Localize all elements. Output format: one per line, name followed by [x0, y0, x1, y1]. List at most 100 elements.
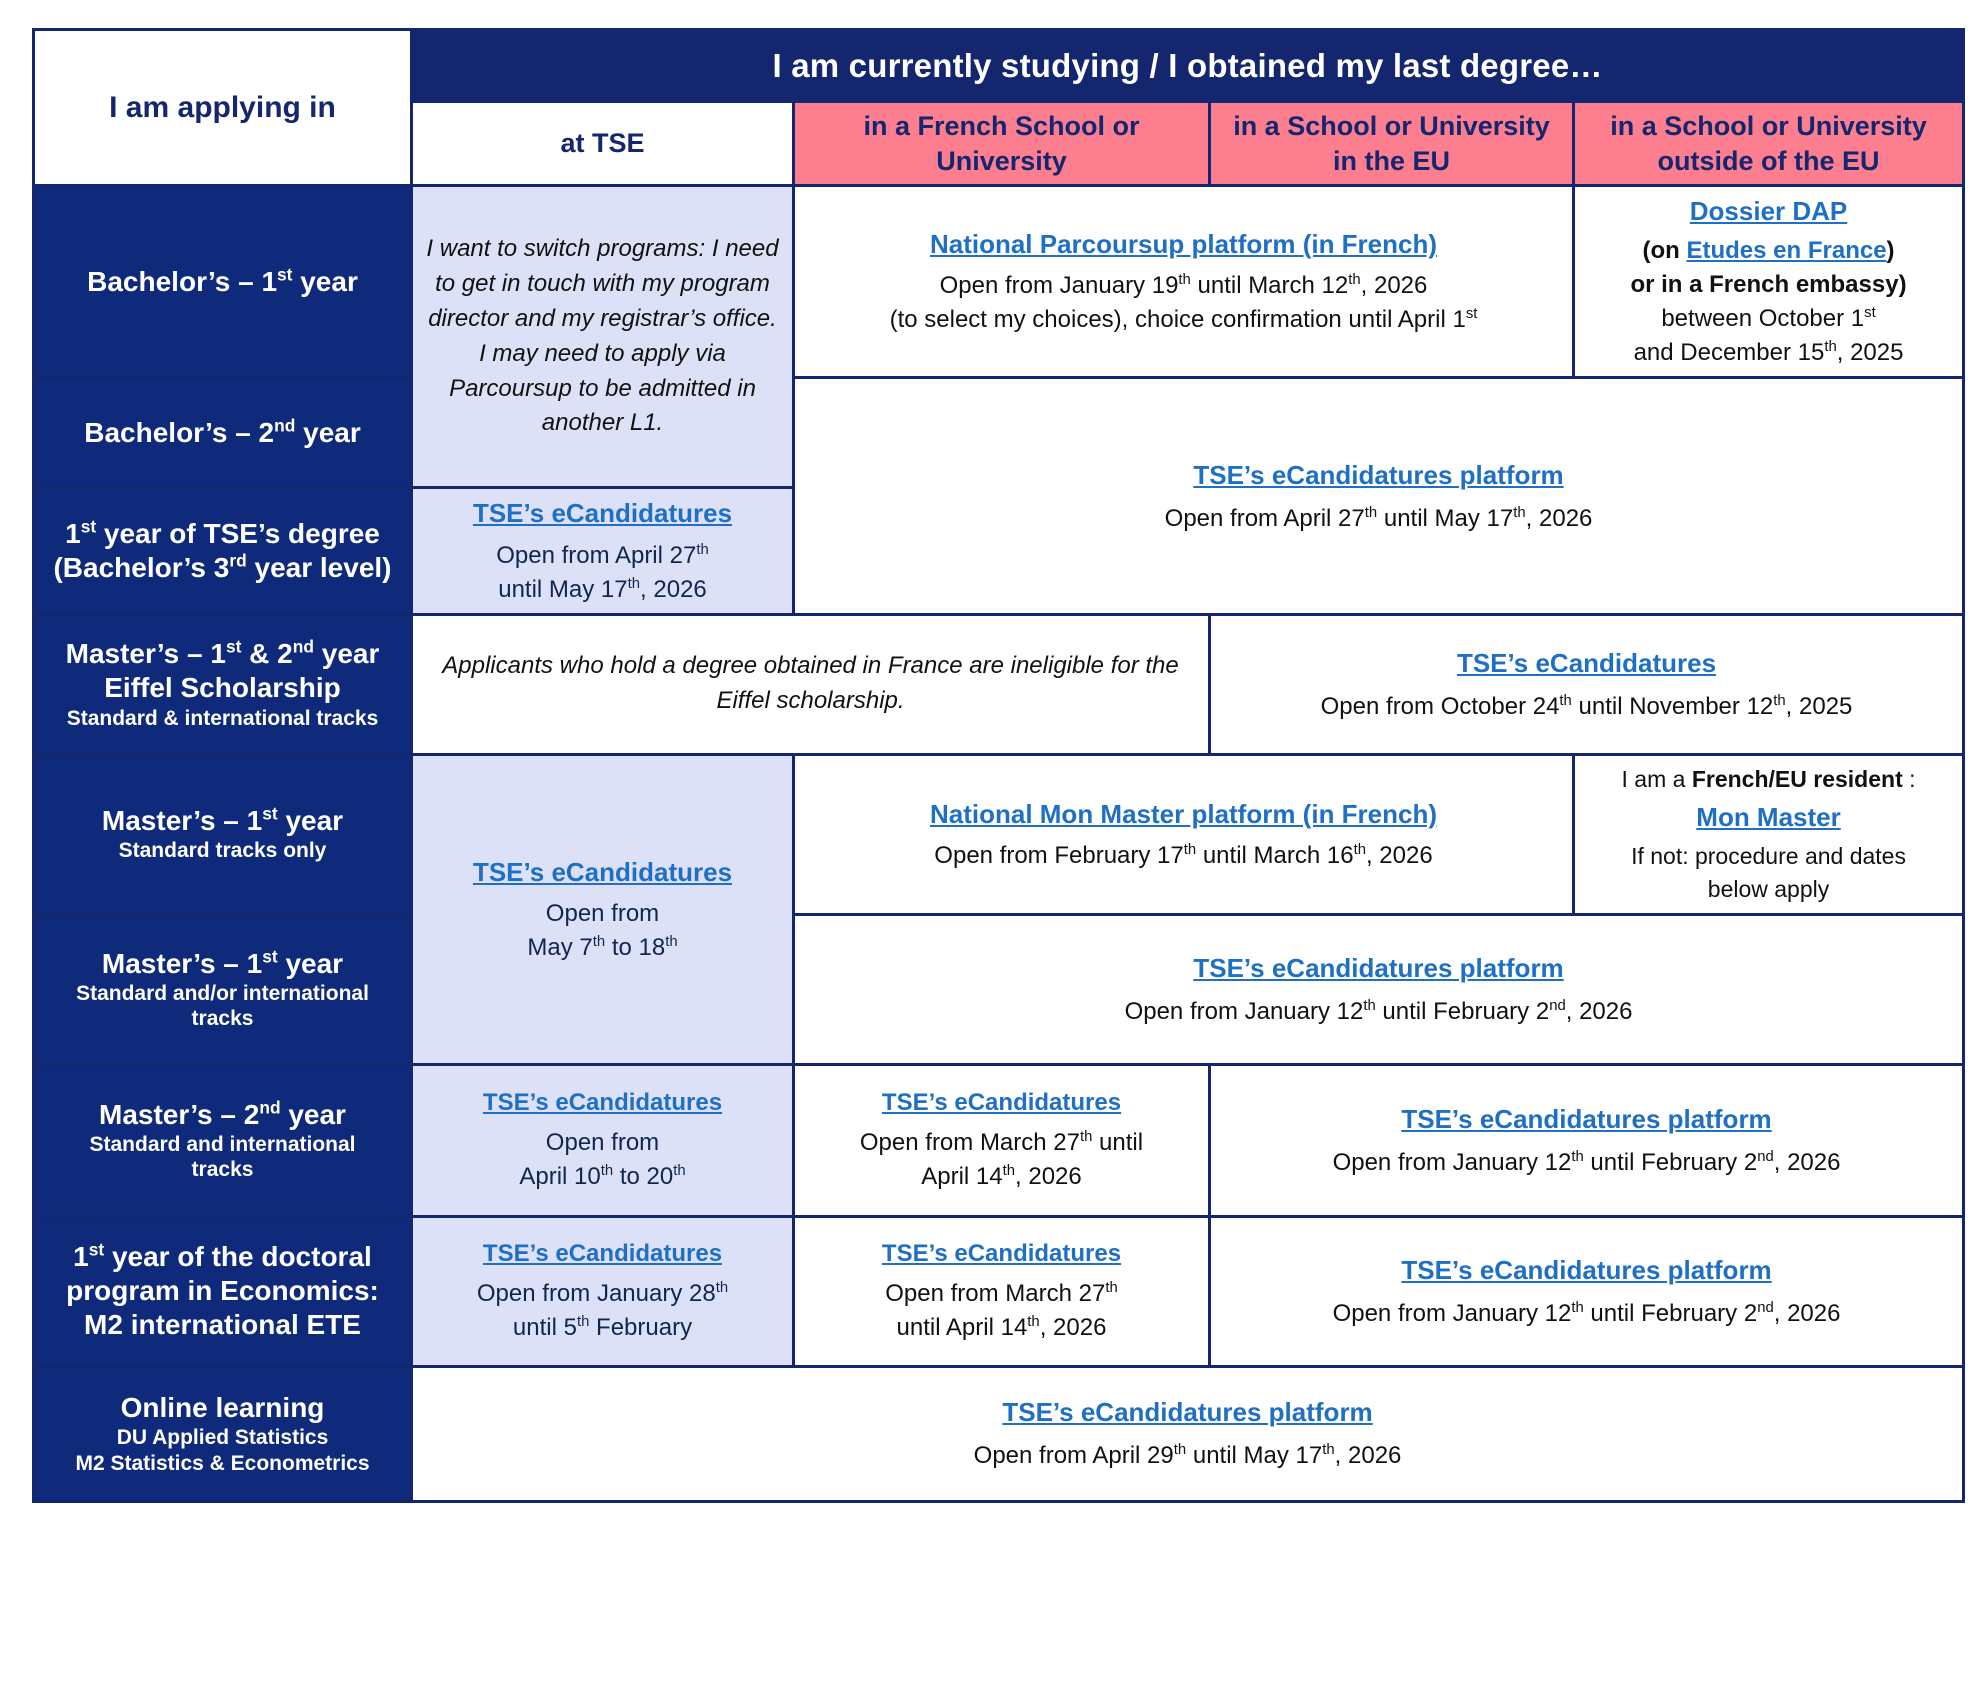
column-header-non-eu-school: in a School or University outside of the…: [1571, 99, 1966, 188]
cell-line: May 7th to 18th: [527, 933, 678, 961]
cell-line: Open from April 27th until May 17th, 202…: [1164, 504, 1593, 532]
corner-label: I am applying in: [32, 27, 413, 188]
link-dossier-dap[interactable]: Dossier DAP: [1689, 196, 1848, 227]
row-label-line2: Standard and international: [89, 1132, 356, 1156]
cell-line: Open from March 27th until: [859, 1129, 1144, 1157]
cell-line: Open from: [545, 1129, 660, 1157]
cell-line: Open from April 27th: [496, 541, 709, 569]
note-line: registrar’s office.: [600, 304, 777, 332]
table-header-row-2: at TSE in a French School or University …: [34, 99, 1966, 188]
note-line: Applicants who hold a degree obtained in…: [442, 652, 1004, 680]
row-label-eiffel: Master’s – 1st & 2nd year Eiffel Scholar…: [32, 612, 413, 756]
link-tse-ecandidatures-platform[interactable]: TSE’s eCandidatures platform: [1401, 1103, 1772, 1134]
row-doctoral-program: 1st year of the doctoral program in Econ…: [32, 1214, 1966, 1368]
cell-line: until April 14th, 2026: [896, 1314, 1107, 1342]
column-header-line1: in a School or University: [1610, 111, 1927, 141]
row-master2: Master’s – 2nd year Standard and interna…: [32, 1062, 1966, 1218]
row-label-doctoral: 1st year of the doctoral program in Econ…: [32, 1214, 413, 1368]
row-eiffel-scholarship: Master’s – 1st & 2nd year Eiffel Scholar…: [32, 612, 1966, 756]
cell-tse-ecandidatures-may7: TSE’s eCandidatures Open from May 7th to…: [410, 752, 795, 1066]
row-label-master2: Master’s – 2nd year Standard and interna…: [32, 1062, 413, 1218]
row-label-line2: Eiffel Scholarship: [104, 672, 341, 704]
cell-line: Open from January 12th until February 2n…: [1124, 997, 1633, 1025]
link-tse-ecandidatures-platform[interactable]: TSE’s eCandidatures platform: [1193, 459, 1564, 490]
link-tse-ecandidatures[interactable]: TSE’s eCandidatures: [472, 856, 733, 887]
cell-eiffel-ineligible-note: Applicants who hold a degree obtained in…: [410, 612, 1211, 756]
cell-line: April 14th, 2026: [921, 1163, 1082, 1191]
row-label-line1: 1st year of the doctoral: [73, 1239, 372, 1272]
row-label-line1: Master’s – 1st & 2nd year: [65, 636, 380, 670]
cell-line: between October 1st: [1661, 305, 1876, 333]
row-label-line2: program in Economics:: [66, 1275, 379, 1307]
column-header-line2: University in the EU: [1332, 111, 1550, 176]
cell-line: Open from January 12th until February 2n…: [1332, 1148, 1841, 1176]
row-label-master1-intl: Master’s – 1st year Standard and/or inte…: [32, 912, 413, 1066]
column-header-eu-school: in a School or University in the EU: [1208, 99, 1575, 188]
column-header-french-school: in a French School or University: [792, 99, 1211, 188]
row-label-line1: Master’s – 1st year: [101, 804, 344, 837]
cell-line: until May 17th, 2026: [498, 575, 707, 603]
row-label-line2: Standard tracks only: [118, 839, 327, 863]
row-bachelor-second-year: Bachelor’s – 2nd year TSE’s eCandidature…: [32, 376, 1966, 616]
note-line: I want to switch programs: I: [426, 235, 719, 263]
cell-line: Open from: [545, 899, 660, 927]
link-tse-ecandidatures[interactable]: TSE’s eCandidatures: [482, 1240, 723, 1268]
admissions-table: I am applying in I am currently studying…: [32, 27, 1966, 1503]
row-label-line3: tracks: [191, 1007, 254, 1031]
cell-line: I am a French/EU resident :: [1621, 765, 1916, 792]
link-national-mon-master[interactable]: National Mon Master platform (in French): [929, 798, 1438, 829]
cell-line: and December 15th, 2025: [1633, 339, 1904, 367]
row-label-bachelor-1: Bachelor’s – 1st year: [32, 184, 413, 380]
cell-parcoursup: National Parcoursup platform (in French)…: [792, 184, 1575, 380]
link-mon-master[interactable]: Mon Master: [1696, 802, 1841, 833]
cell-line: Open from January 19th until March 12th,…: [939, 272, 1428, 300]
link-tse-ecandidatures-platform[interactable]: TSE’s eCandidatures platform: [1002, 1397, 1373, 1428]
note-line: in another L1.: [541, 374, 756, 437]
link-tse-ecandidatures[interactable]: TSE’s eCandidatures: [881, 1089, 1122, 1117]
row-label-tse-first-year: 1st year of TSE’s degree (Bachelor’s 3rd…: [32, 486, 413, 616]
cell-line: Open from January 12th until February 2n…: [1332, 1299, 1841, 1327]
link-national-parcoursup[interactable]: National Parcoursup platform (in French): [929, 229, 1438, 260]
link-etudes-en-france[interactable]: Etudes en France: [1686, 237, 1887, 265]
row-label-line3: Standard & international tracks: [66, 706, 379, 730]
cell-m2-french-mar27: TSE’s eCandidatures Open from March 27th…: [792, 1062, 1211, 1218]
row-label-line2: DU Applied Statistics: [116, 1426, 329, 1450]
cell-m2-tse-apr10: TSE’s eCandidatures Open from April 10th…: [410, 1062, 795, 1218]
cell-line: Open from April 29th until May 17th, 202…: [973, 1442, 1402, 1470]
note-line: program director and my: [428, 270, 770, 332]
row-tse-first-year-degree: 1st year of TSE’s degree (Bachelor’s 3rd…: [32, 486, 1964, 616]
cell-phd-tse-jan28: TSE’s eCandidatures Open from January 28…: [410, 1214, 795, 1368]
row-label-line1: Master’s – 2nd year: [99, 1097, 346, 1130]
table-header-row-1: I am applying in I am currently studying…: [32, 27, 1966, 188]
column-header-line2: or University: [936, 111, 1140, 176]
link-tse-ecandidatures[interactable]: TSE’s eCandidatures: [1456, 647, 1717, 678]
cell-ecandidatures-platform-jan12-m1: TSE’s eCandidatures platform Open from J…: [791, 912, 1966, 1066]
row-label-line2: Standard and/or international: [76, 981, 369, 1005]
link-tse-ecandidatures-platform[interactable]: TSE’s eCandidatures platform: [1193, 952, 1564, 983]
cell-line: Open from February 17th until March 16th…: [934, 841, 1433, 869]
note-line: ineligible for the Eiffel scholarship.: [716, 652, 1179, 715]
cell-ecandidatures-platform-jan12-phd: TSE’s eCandidatures platform Open from J…: [1207, 1214, 1966, 1368]
note-line: Parcoursup to be admitted: [449, 374, 731, 402]
cell-ecandidatures-platform-apr27: TSE’s eCandidatures platform Open from A…: [791, 376, 1966, 616]
link-tse-ecandidatures-platform[interactable]: TSE’s eCandidatures platform: [1401, 1254, 1772, 1285]
row-label-line1: Master’s – 1st year: [101, 946, 344, 979]
link-tse-ecandidatures[interactable]: TSE’s eCandidatures: [482, 1089, 723, 1117]
row-label-line3: tracks: [191, 1158, 254, 1182]
row-label-line3: M2 international ETE: [84, 1309, 361, 1341]
cell-dossier-dap: Dossier DAP (on Etudes en France) or in …: [1571, 184, 1966, 380]
row-label-text: Bachelor’s – 1st year: [87, 264, 358, 297]
cell-french-eu-resident: I am a French/EU resident : Mon Master I…: [1571, 752, 1966, 916]
link-tse-ecandidatures[interactable]: TSE’s eCandidatures: [881, 1240, 1122, 1268]
cell-online-platform: TSE’s eCandidatures platform Open from A…: [409, 1364, 1966, 1503]
link-tse-ecandidatures[interactable]: TSE’s eCandidatures: [472, 498, 733, 529]
column-header-at-tse: at TSE: [410, 99, 795, 188]
row-label-line1: 1st year of TSE’s degree: [65, 516, 380, 549]
cell-line: Open from October 24th until November 12…: [1320, 692, 1853, 720]
cell-line: Open from March 27th: [885, 1280, 1118, 1308]
cell-tse-ecandidatures-apr27: TSE’s eCandidatures Open from April 27th…: [410, 486, 795, 616]
cell-line: or in a French embassy): [1630, 271, 1907, 299]
note-line: I may need to apply via: [479, 339, 726, 367]
cell-eiffel-ecandidatures: TSE’s eCandidatures Open from October 24…: [1207, 612, 1966, 756]
